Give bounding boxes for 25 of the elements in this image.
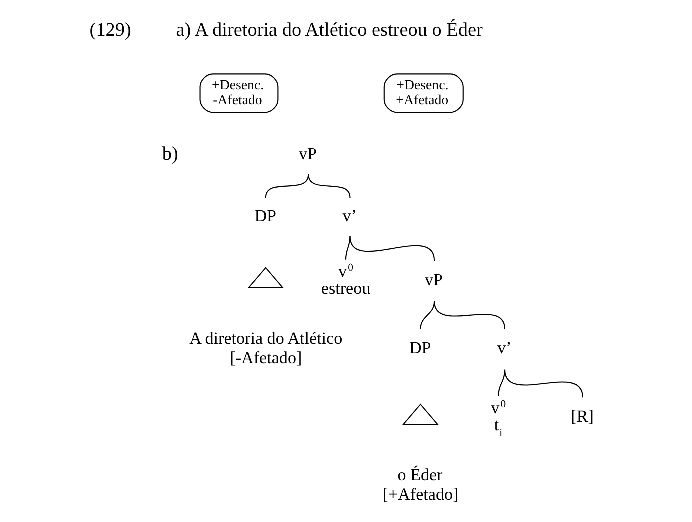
node-text: vP [424,270,442,290]
connector [344,236,350,260]
label: a) A diretoria do Atlético estreou o Éder [176,20,482,42]
connector [434,301,506,330]
connector [264,174,309,198]
node-text: DP [254,206,276,226]
connector [349,236,435,262]
connector [504,370,583,398]
node-triangle [402,404,438,426]
node-triangle [247,267,284,288]
node-text: v’ [497,338,512,358]
connector [308,174,350,198]
node-box: +Desenc. -Afetado [199,74,278,114]
node-text: v$^{0}$ t$_{i}$ [490,398,506,440]
node-text: v$^{0}$ estreou [320,262,370,298]
node-text: v’ [342,206,356,226]
node-text: vP [298,144,317,164]
node-text: o Éder [+Afetado] [382,466,458,504]
node-box: +Desenc. +Afetado [383,74,464,114]
node-text: A diretoria do Atlético [-Afetado] [189,329,342,368]
node-text: DP [408,338,431,358]
label: b) [162,144,178,166]
node-text: [R] [570,406,594,426]
connector [420,302,435,330]
label: (129) [89,20,131,42]
